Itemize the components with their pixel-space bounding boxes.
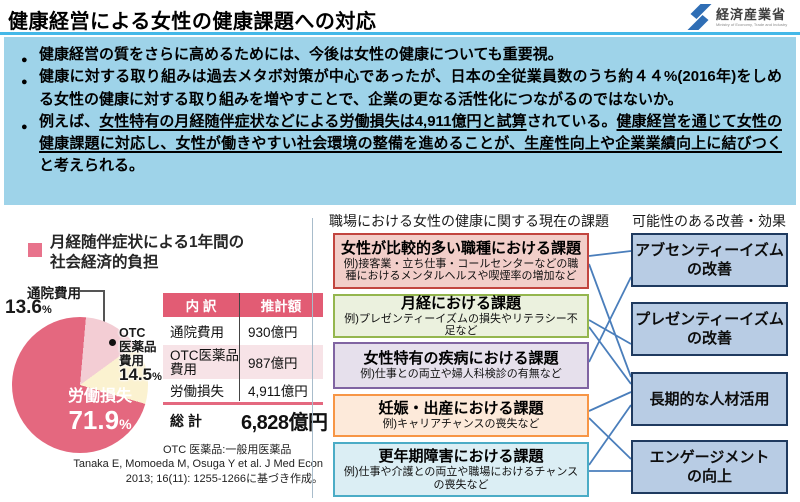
issue-box-menstruation: 月経における課題 例)プレゼンティーイズムの損失やリテラシー不足など [333, 294, 589, 338]
table-row: 労働損失 4,911億円 [170, 383, 308, 399]
table-header-breakdown: 内 訳 [185, 299, 217, 314]
leader-line-vertical [103, 290, 105, 338]
issue-box-pregnancy: 妊娠・出産における課題 例)キャリアチャンスの喪失など [333, 394, 589, 437]
bullet-icon: ● [21, 120, 28, 133]
table-row: OTC医薬品費用 987億円 [163, 345, 323, 379]
table-header-estimate: 推計額 [260, 299, 302, 314]
table-row: 通院費用 930億円 [170, 325, 298, 340]
pie-value-outpatient: 13.6% [5, 297, 52, 318]
effect-box-absenteeism: アブセンティーイズムの改善 [631, 233, 788, 287]
estimate-table: 内 訳 推計額 通院費用 930億円 OTC医薬品費用 987億円 労働損失 4… [163, 293, 328, 436]
meti-logo-agency: 経済産業省 [716, 6, 787, 22]
bullet-icon: ● [21, 76, 28, 89]
pie-label-otc: OTC 医薬品 費用 14.5% [119, 326, 162, 384]
chart-legend-square [28, 243, 42, 257]
source-citation: Tanaka E, Momoeda M, Osuga Y et al. J Me… [73, 458, 323, 485]
summary-bullet-2: ●健康に対する取り組みは過去メタボ対策が中心であったが、日本の全従業員数のうち約… [21, 68, 782, 108]
effect-box-engagement: エンゲージメントの向上 [631, 440, 788, 494]
bullet-icon: ● [21, 54, 28, 66]
summary-bullet-3: ●例えば、女性特有の月経随伴症状などによる労働損失は4,911億円と試算されてい… [21, 112, 782, 175]
right-column-header: 可能性のある改善・効果 [632, 213, 786, 229]
leader-line-horizontal [79, 290, 105, 292]
issue-box-menopause: 更年期障害における課題 例)仕事や介護との両立や職場におけるチャンスの喪失など [333, 442, 589, 497]
pie-chart [12, 317, 148, 453]
meti-logo-agency-en: Ministry of Economy, Trade and Industry [716, 21, 788, 27]
effect-box-long-term-hr: 長期的な人材活用 [631, 372, 788, 426]
pie-pointer-dot [109, 339, 116, 346]
pie-chart-title: 月経随伴症状による1年間の 社会経済的負担 [50, 234, 245, 271]
table-column-divider [239, 293, 240, 401]
table-header-row: 内 訳 推計額 [163, 293, 323, 317]
pie-label-outpatient: 通院費用 [27, 286, 81, 301]
panel-divider [312, 218, 313, 498]
table-total-row: 総 計 6,828億円 [170, 412, 328, 434]
meti-logo-icon [687, 4, 712, 30]
pie-label-labor-loss: 労働損失 71.9% [67, 388, 132, 435]
table-note: OTC 医薬品:一般用医薬品 [163, 444, 292, 456]
meti-logo: 経済産業省 Ministry of Economy, Trade and Ind… [687, 4, 787, 30]
summary-bullet-1: ●健康経営の質をさらに高めるためには、今後は女性の健康についても重要視。 [20, 44, 782, 66]
effect-box-presenteeism: プレゼンティーイズムの改善 [631, 302, 788, 356]
page-title: 健康経営による女性の健康課題への対応 [8, 11, 377, 33]
issue-box-female-diseases: 女性特有の疾病における課題 例)仕事との両立や婦人科検診の有無など [333, 342, 589, 389]
middle-column-header: 職場における女性の健康に関する現在の課題 [329, 213, 609, 229]
title-underline-rule [0, 32, 800, 35]
issue-box-occupations: 女性が比較的多い職種における課題 例)接客業・立ち仕事・コールセンターなどの職種… [333, 233, 589, 289]
summary-box: ●健康経営の質をさらに高めるためには、今後は女性の健康についても重要視。 ●健康… [4, 37, 796, 205]
table-total-separator [163, 402, 323, 405]
